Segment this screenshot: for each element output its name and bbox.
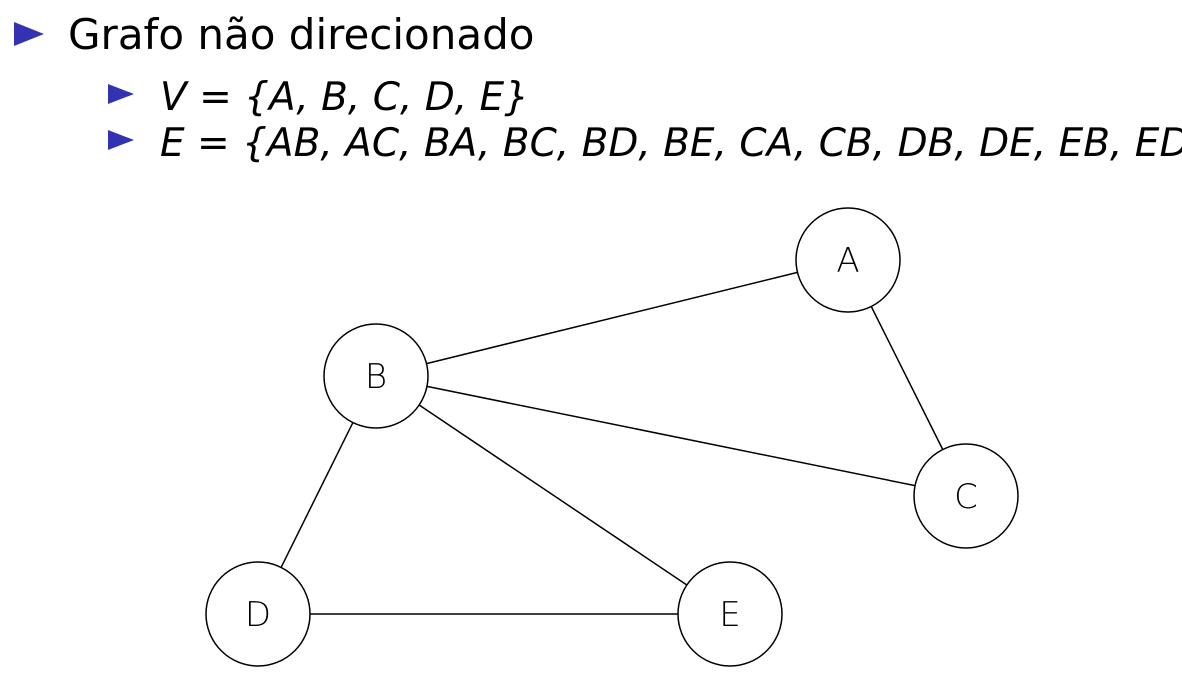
node-D: D — [205, 561, 311, 667]
edges-set: E = {AB, AC, BA, BC, BD, BE, CA, CB, DB,… — [160, 121, 1182, 166]
node-circle — [205, 561, 311, 667]
node-circle — [795, 207, 901, 313]
node-label: C — [954, 477, 978, 517]
edge-BD — [280, 422, 354, 568]
node-B: B — [323, 323, 429, 429]
node-E: E — [677, 561, 783, 667]
node-label: A — [836, 241, 859, 281]
bullet-triangle-icon — [108, 84, 134, 104]
node-C: C — [913, 443, 1019, 549]
node-label: E — [719, 595, 740, 635]
node-label: B — [365, 357, 387, 397]
node-label: D — [245, 595, 271, 635]
node-A: A — [795, 207, 901, 313]
edge-AB — [426, 271, 798, 365]
edge-BE — [418, 404, 688, 586]
bullet-triangle-icon — [108, 130, 134, 150]
vertices-set: V = {A, B, C, D, E} — [160, 75, 530, 120]
edge-AC — [870, 306, 944, 450]
node-circle — [323, 323, 429, 429]
bullet-triangle-icon — [14, 22, 44, 46]
node-circle — [677, 561, 783, 667]
heading-text: Grafo não direcionado — [68, 10, 535, 59]
edge-BC — [426, 385, 916, 487]
node-circle — [913, 443, 1019, 549]
